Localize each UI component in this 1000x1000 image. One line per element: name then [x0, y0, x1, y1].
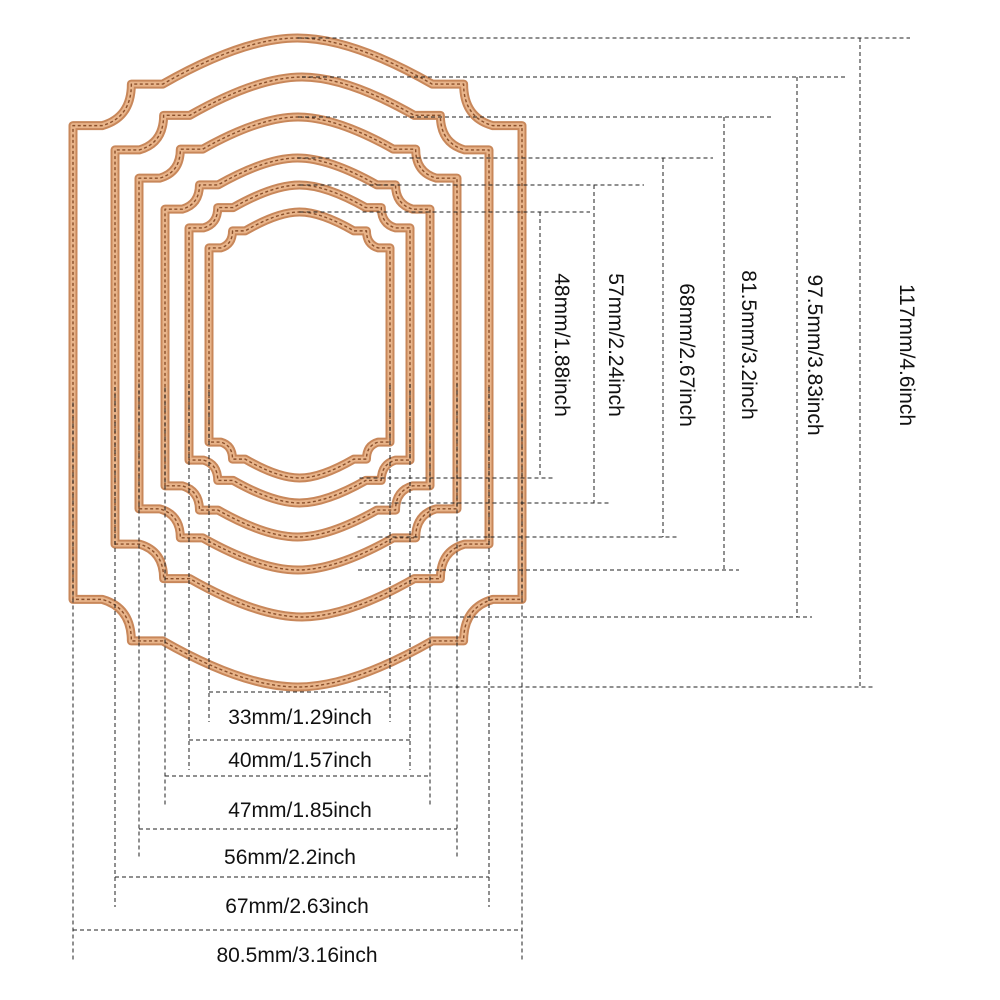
die-3-detail	[138, 116, 458, 571]
height-label-5: 97.5mm/3.83inch	[803, 274, 826, 435]
width-label-4: 56mm/2.2inch	[224, 846, 356, 869]
die-2-detail	[114, 76, 490, 618]
die-5-detail	[188, 184, 411, 504]
width-label-5: 67mm/2.63inch	[225, 895, 369, 918]
die-5	[184, 180, 415, 508]
width-label-1: 33mm/1.29inch	[228, 706, 372, 729]
height-label-1: 48mm/1.88inch	[550, 273, 573, 417]
die-4-detail	[164, 157, 431, 538]
die-6	[204, 207, 395, 483]
height-label-2: 57mm/2.24inch	[604, 273, 627, 417]
width-label-3: 47mm/1.85inch	[228, 799, 372, 822]
dimension-lines	[72, 37, 910, 960]
die-5-detail	[186, 182, 413, 506]
width-label-2: 40mm/1.57inch	[228, 749, 372, 772]
die-6-detail	[206, 209, 393, 481]
height-label-6: 117mm/4.6inch	[895, 284, 918, 426]
die-6-detail	[208, 211, 391, 479]
dimension-labels: 33mm/1.29inch 40mm/1.57inch 47mm/1.85inc…	[216, 270, 918, 967]
height-label-4: 81.5mm/3.2inch	[737, 270, 760, 419]
die-1-detail	[72, 37, 523, 688]
width-label-6: 80.5mm/3.16inch	[216, 944, 377, 967]
cutting-dies	[68, 33, 527, 692]
height-label-3: 68mm/2.67inch	[675, 283, 698, 427]
